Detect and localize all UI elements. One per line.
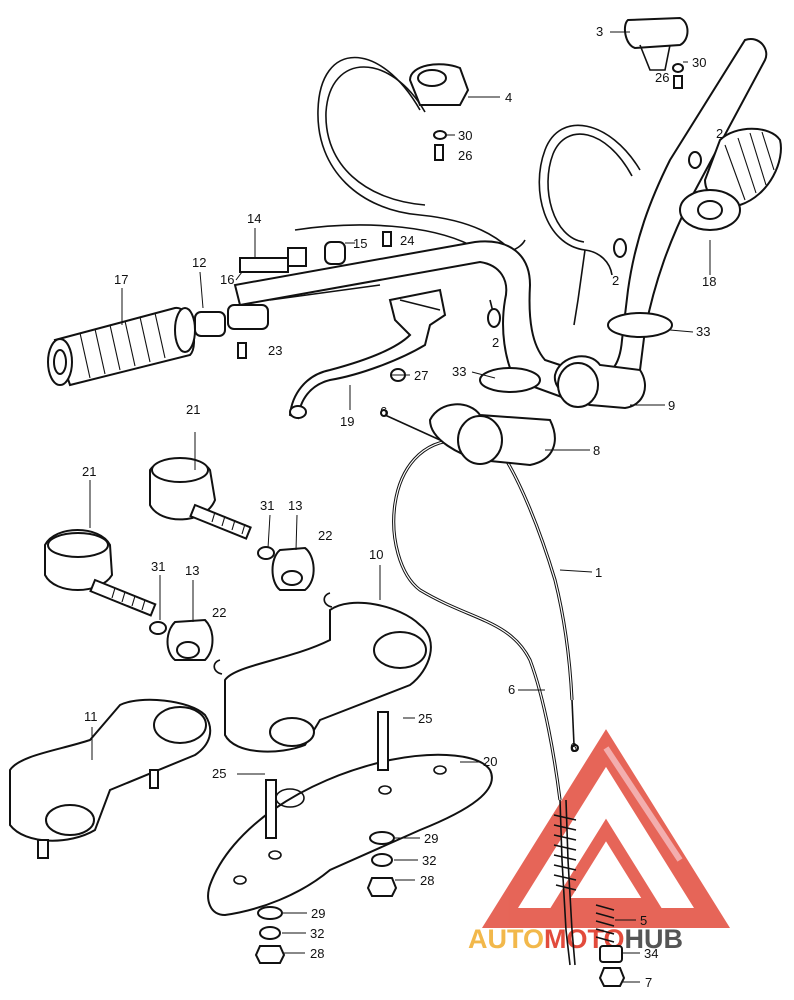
washers-and-nuts xyxy=(254,831,626,987)
callout-19: 19 xyxy=(340,414,354,429)
callout-8: 8 xyxy=(593,443,600,458)
callout-7: 7 xyxy=(645,975,652,990)
callout-18: 18 xyxy=(702,274,716,289)
callout-30-top: 30 xyxy=(692,55,706,70)
upper-holders xyxy=(408,16,689,106)
callout-25-right: 25 xyxy=(418,711,432,726)
cable-spring xyxy=(553,814,577,891)
handlebar-holder-upper xyxy=(224,601,432,753)
clamps xyxy=(428,312,673,467)
callout-3: 3 xyxy=(596,24,603,39)
callout-2-bar-right: 2 xyxy=(612,273,619,288)
clutch-lever xyxy=(288,288,447,420)
leader-lines xyxy=(89,31,711,983)
callout-33-left: 33 xyxy=(452,364,466,379)
callout-25-left: 25 xyxy=(212,766,226,781)
left-housing xyxy=(194,304,269,337)
callout-13-upper: 13 xyxy=(288,498,302,513)
callout-6-side: 6 xyxy=(508,682,515,697)
handlebar-holder-lower xyxy=(9,698,212,859)
callout-17: 17 xyxy=(114,272,128,287)
callout-31-upper: 31 xyxy=(260,498,274,513)
callout-1: 1 xyxy=(595,565,602,580)
callout-26-top: 26 xyxy=(655,70,669,85)
lower-holder-upper xyxy=(149,457,333,608)
callout-28-lower: 28 xyxy=(310,946,324,961)
callout-34: 34 xyxy=(644,946,658,961)
callout-14: 14 xyxy=(247,211,261,226)
callout-2-right-grip: 2 xyxy=(716,126,723,141)
callout-31-lower: 31 xyxy=(151,559,165,574)
callout-5: 5 xyxy=(640,913,647,928)
callout-13-lower: 13 xyxy=(185,563,199,578)
callout-labels: 1 2 2 2 3 4 5 6 6 6 7 8 9 10 11 12 13 13… xyxy=(82,24,723,990)
adjuster-spring xyxy=(595,904,615,943)
callout-11: 11 xyxy=(84,709,98,724)
callout-28-upper: 28 xyxy=(420,873,434,888)
watermark-hub: HUB xyxy=(625,924,684,954)
right-grip xyxy=(679,127,782,231)
callout-20: 20 xyxy=(483,754,497,769)
callout-32-upper: 32 xyxy=(422,853,436,868)
callout-22-lower: 22 xyxy=(212,605,226,620)
left-grip xyxy=(47,306,196,387)
callout-12: 12 xyxy=(192,255,206,270)
callout-10: 10 xyxy=(369,547,383,562)
callout-4: 4 xyxy=(505,90,512,105)
callout-2-bar-left: 2 xyxy=(492,335,499,350)
watermark-logo xyxy=(481,729,731,928)
top-bridge xyxy=(207,711,493,917)
callout-32-lower: 32 xyxy=(310,926,324,941)
callout-21-upper: 21 xyxy=(186,402,200,417)
callout-23: 23 xyxy=(268,343,282,358)
lower-holder-lower xyxy=(44,529,223,675)
callout-21-lower: 21 xyxy=(82,464,96,479)
callout-6-top: 6 xyxy=(380,404,387,419)
callout-33-right: 33 xyxy=(696,324,710,339)
callout-22-upper: 22 xyxy=(318,528,332,543)
callout-6-end: 6 xyxy=(570,740,577,755)
callout-27: 27 xyxy=(414,368,428,383)
callout-16: 16 xyxy=(220,272,234,287)
callout-30-left: 30 xyxy=(458,128,472,143)
callout-9: 9 xyxy=(668,398,675,413)
cables xyxy=(294,56,641,966)
callout-26-left: 26 xyxy=(458,148,472,163)
callout-29-upper: 29 xyxy=(424,831,438,846)
callout-29-lower: 29 xyxy=(311,906,325,921)
callout-24: 24 xyxy=(400,233,414,248)
callout-15: 15 xyxy=(353,236,367,251)
watermark-text: AUTOMOTOHUB xyxy=(468,924,683,954)
watermark-auto: AUTO xyxy=(468,924,544,954)
top-hardware xyxy=(237,63,684,382)
